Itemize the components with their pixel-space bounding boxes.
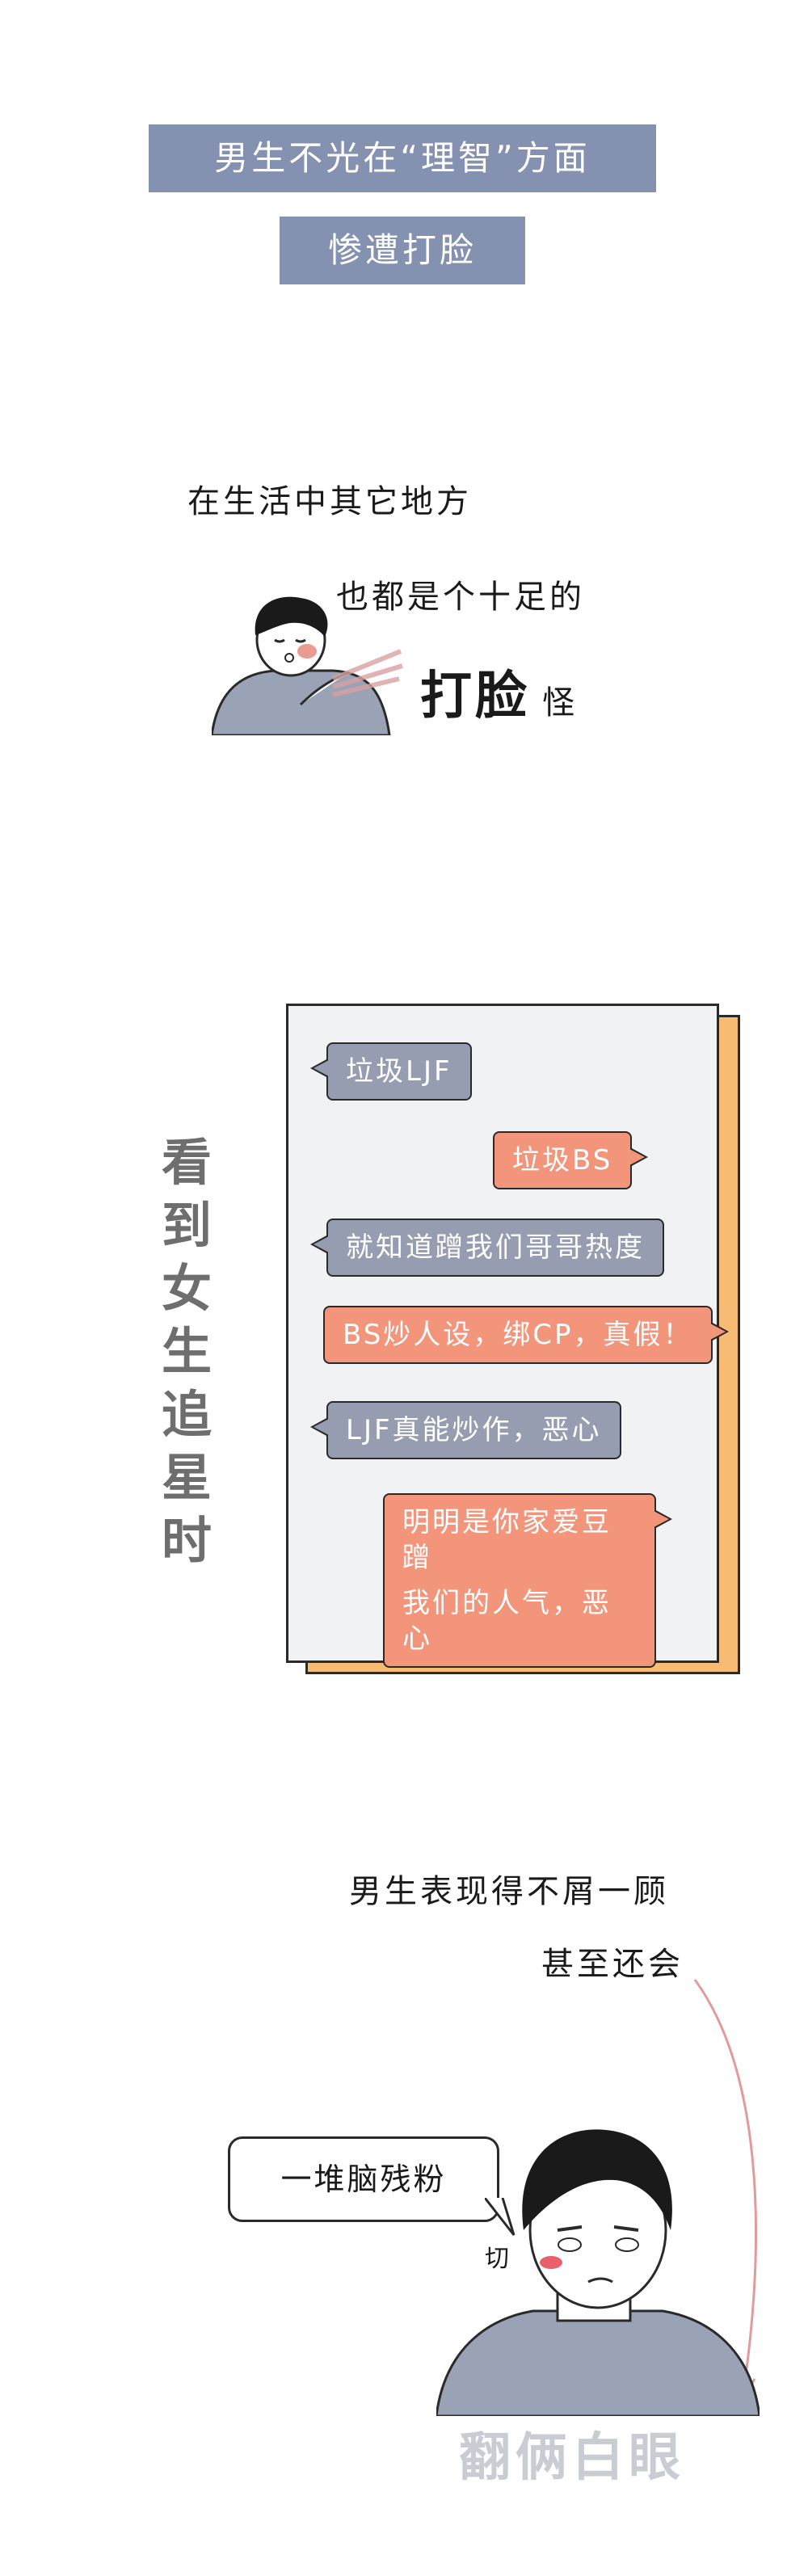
- speech-bubble: 一堆脑残粉: [228, 2136, 499, 2222]
- chat-bubble-left-3: LJF真能炒作，恶心: [310, 1401, 621, 1459]
- vertical-title: 看到女生追星时: [161, 1133, 212, 1570]
- section2-line1: 男生表现得不屑一顾: [349, 1873, 669, 1910]
- section1-emphasis: 打脸 怪: [420, 655, 574, 729]
- chat-bubble-left-1: 垃圾LJF: [310, 1042, 472, 1101]
- section1-line2: 也都是个十足的: [336, 579, 585, 616]
- header-banner-1: 男生不光在“理智”方面: [149, 124, 656, 192]
- sound-effect: 切: [485, 2245, 509, 2273]
- chat-bubble-right-3-line1: 明明是你家爱豆蹭: [402, 1506, 612, 1574]
- chat-bubble-left-2: 就知道蹭我们哥哥热度: [310, 1219, 664, 1277]
- speech-bubble-tail: [485, 2198, 516, 2236]
- chat-bubble-right-2: BS炒人设，绑CP，真假！: [323, 1306, 729, 1364]
- bold-word: 打脸: [420, 667, 530, 726]
- section2-line2: 甚至还会: [541, 1946, 684, 1983]
- header-banner-2: 惨遭打脸: [280, 217, 525, 284]
- chat-bubble-right-3-line2: 我们的人气，恶心: [402, 1587, 612, 1655]
- suffix-word: 怪: [542, 684, 575, 722]
- chat-bubble-right-3: 明明是你家爱豆蹭 我们的人气，恶心: [383, 1493, 672, 1668]
- slapped-boy-illustration: [212, 596, 403, 735]
- section1-line1: 在生活中其它地方: [187, 483, 472, 520]
- chat-bubble-right-1: 垃圾BS: [493, 1131, 649, 1189]
- eye-roll-caption: 翻俩白眼: [459, 2428, 685, 2488]
- eye-roll-boy-illustration: [436, 2129, 760, 2416]
